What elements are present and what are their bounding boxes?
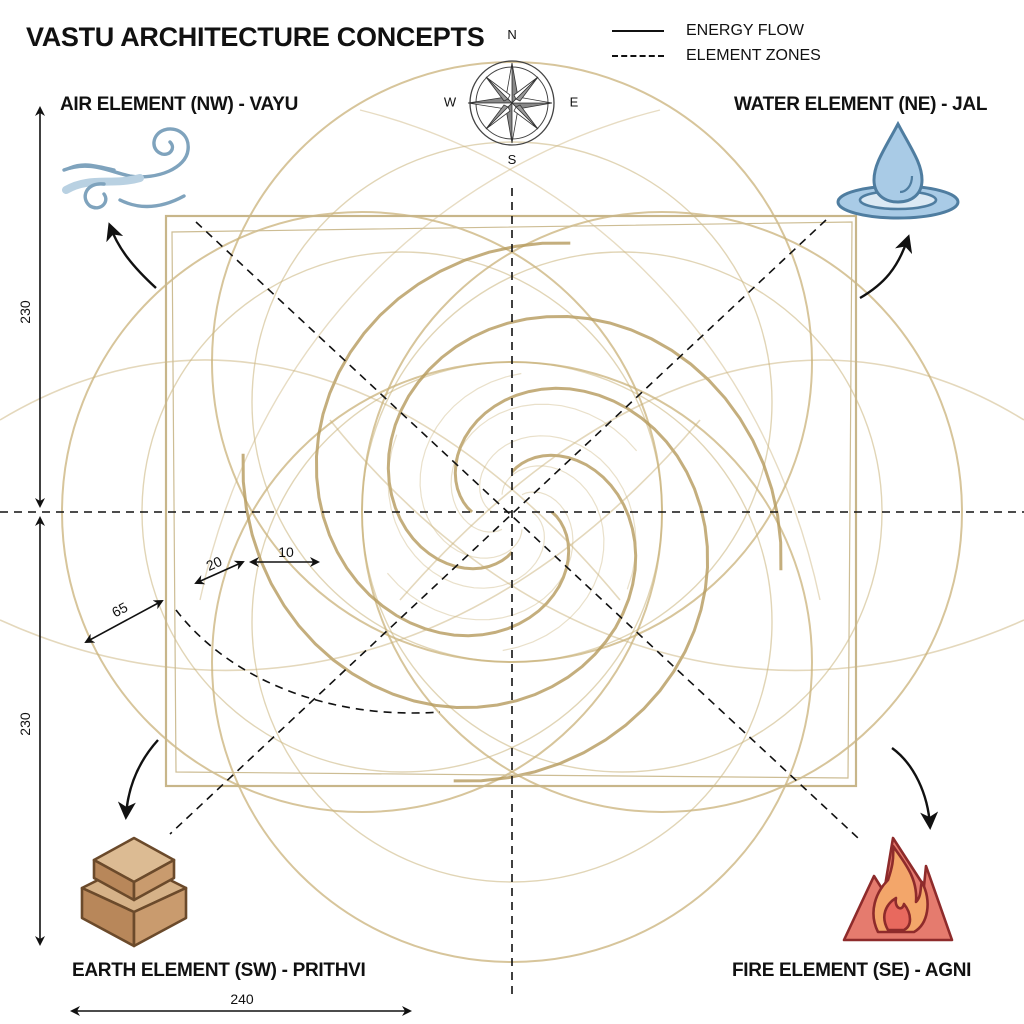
offset-65-label: 65 — [109, 599, 130, 621]
energy-flow-arc — [251, 361, 773, 883]
plot-boundary — [164, 214, 858, 788]
solid-line-swatch — [612, 29, 664, 32]
energy-flow-arc — [241, 453, 638, 710]
offset-65-dimension — [84, 600, 164, 643]
legend-item-element-zones: ELEMENT ZONES — [612, 43, 821, 68]
energy-flow-arc — [450, 403, 638, 533]
height-dimensions — [35, 106, 412, 1016]
fire-element-label: FIRE ELEMENT (SE) - AGNI — [732, 960, 972, 981]
compass-east: E — [570, 94, 579, 109]
offset-20-label: 20 — [204, 553, 225, 574]
energy-flow-arc — [199, 109, 661, 601]
compass-north: N — [507, 27, 516, 42]
diagonal-nw-se — [195, 221, 859, 839]
element-zone-lines — [0, 188, 1024, 1000]
element-arrows — [106, 222, 939, 830]
energy-flow-arc — [478, 435, 637, 590]
arrow-to-air — [106, 222, 157, 289]
zone-curve — [175, 609, 441, 714]
energy-flow-arc — [419, 372, 523, 559]
energy-flow-arc — [251, 141, 773, 663]
earth-blocks-icon — [80, 836, 188, 948]
air-element-label: AIR ELEMENT (NW) - VAYU — [60, 94, 298, 115]
energy-flow-arc — [0, 359, 621, 601]
offset-10-label: 10 — [278, 544, 294, 560]
dimension-labels: 230 230 240 65 20 10 — [17, 300, 294, 1007]
earth-element-label: EARTH ELEMENT (SW) - PRITHVI — [72, 960, 366, 981]
wind-icon — [62, 127, 190, 210]
water-element-label: WATER ELEMENT (NE) - JAL — [734, 94, 988, 115]
offset-20-dimension — [194, 560, 245, 585]
legend-label: ENERGY FLOW — [686, 21, 804, 39]
energy-flow-arc — [329, 419, 1024, 672]
fire-icon — [842, 836, 954, 942]
energy-flow-arc — [359, 109, 821, 601]
legend-item-energy-flow: ENERGY FLOW — [612, 18, 821, 43]
arrow-to-fire — [891, 747, 939, 830]
upper-height-label: 230 — [17, 300, 33, 324]
water-drop-icon — [836, 120, 960, 220]
energy-flow-arc — [386, 314, 783, 571]
page-title: VASTU ARCHITECTURE CONCEPTS — [26, 22, 485, 52]
energy-flow-arc — [501, 465, 605, 652]
energy-flow-arc — [387, 434, 546, 589]
energy-flow-arc — [453, 386, 710, 783]
energy-flow-arc — [211, 361, 814, 963]
energy-flow-arc — [361, 211, 964, 813]
arrow-to-earth — [117, 739, 159, 820]
legend-label: ELEMENT ZONES — [686, 46, 821, 64]
legend: ENERGY FLOW ELEMENT ZONES — [612, 18, 821, 68]
width-label: 240 — [230, 991, 254, 1007]
compass-rose-icon: N E S W — [444, 27, 579, 167]
energy-flow-arc — [211, 61, 814, 663]
energy-flow-arc — [314, 241, 571, 638]
dashed-line-swatch — [612, 54, 664, 57]
compass-south: S — [508, 152, 517, 167]
compass-west: W — [444, 94, 457, 109]
energy-flow-arc — [0, 419, 701, 672]
energy-flow-arc — [399, 359, 1024, 601]
energy-flow-arc — [141, 251, 663, 773]
lower-height-label: 230 — [17, 712, 33, 736]
arrow-to-water — [859, 234, 913, 300]
diagonal-ne-sw — [169, 219, 827, 835]
